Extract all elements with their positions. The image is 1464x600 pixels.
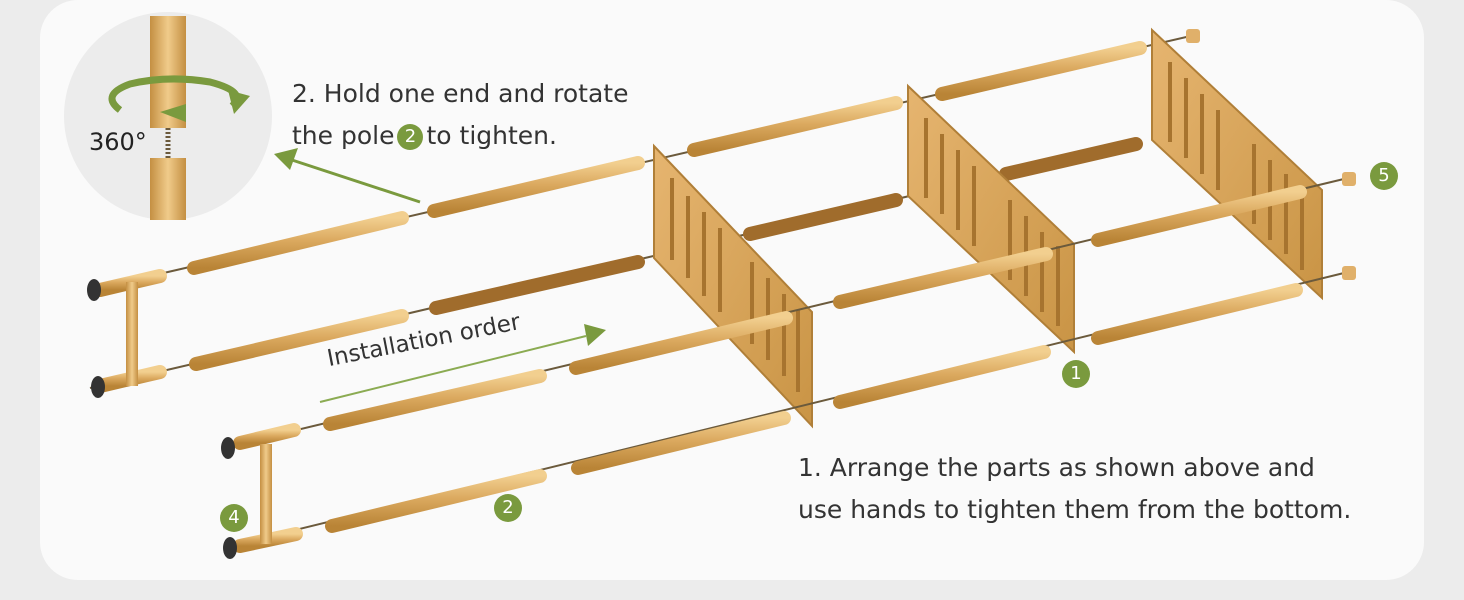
rotate-arrowhead-icon (160, 104, 186, 122)
pole (1091, 283, 1303, 345)
pole (743, 193, 903, 241)
end-bracket (126, 282, 138, 386)
divider-panel (907, 83, 1075, 355)
panels (653, 27, 1323, 429)
pole (325, 469, 547, 533)
pole (233, 423, 301, 450)
back-poles (87, 29, 1200, 398)
part-label-1: 1 (1062, 360, 1090, 388)
pole (1091, 185, 1307, 247)
pole (187, 211, 409, 275)
foot-cap (91, 376, 105, 398)
pole (687, 96, 903, 157)
step1-line1: 1. Arrange the parts as shown above and (798, 453, 1315, 482)
pole (833, 345, 1051, 409)
detail-pole-bottom (150, 158, 186, 220)
end-bracket (260, 444, 272, 544)
pole (935, 41, 1147, 101)
pole (833, 247, 1053, 309)
divider-panel (653, 143, 813, 429)
foot-cap (87, 279, 101, 301)
step2-line2-end: to tighten. (426, 121, 557, 150)
step2-line1: 2. Hold one end and rotate (292, 79, 629, 108)
foot-cap (221, 437, 235, 459)
rotation-detail (64, 12, 272, 220)
pole (571, 411, 791, 475)
order-arrow-icon (584, 324, 606, 346)
end-cap (1186, 29, 1200, 43)
part-label-5: 5 (1370, 162, 1398, 190)
front-poles (221, 172, 1356, 559)
pole (429, 255, 645, 315)
pole (427, 156, 645, 218)
pole (999, 137, 1143, 181)
end-cap (1342, 172, 1356, 186)
pointer-arrow-icon (274, 148, 298, 170)
end-cap (1342, 266, 1356, 280)
part-label-4: 4 (220, 504, 248, 532)
step1-line2: use hands to tighten them from the botto… (798, 495, 1352, 524)
step2-line2-start: the pole (292, 121, 395, 150)
foot-cap (223, 537, 237, 559)
rotation-degrees-label: 360° (86, 128, 150, 156)
pole (189, 309, 409, 371)
pole (323, 369, 547, 431)
pole-number-badge: 2 (397, 124, 424, 150)
pointer-line (291, 158, 421, 204)
part-label-2: 2 (494, 494, 522, 522)
divider-panel (1151, 27, 1323, 301)
order-arrow-line (319, 335, 587, 403)
pole (569, 311, 793, 375)
